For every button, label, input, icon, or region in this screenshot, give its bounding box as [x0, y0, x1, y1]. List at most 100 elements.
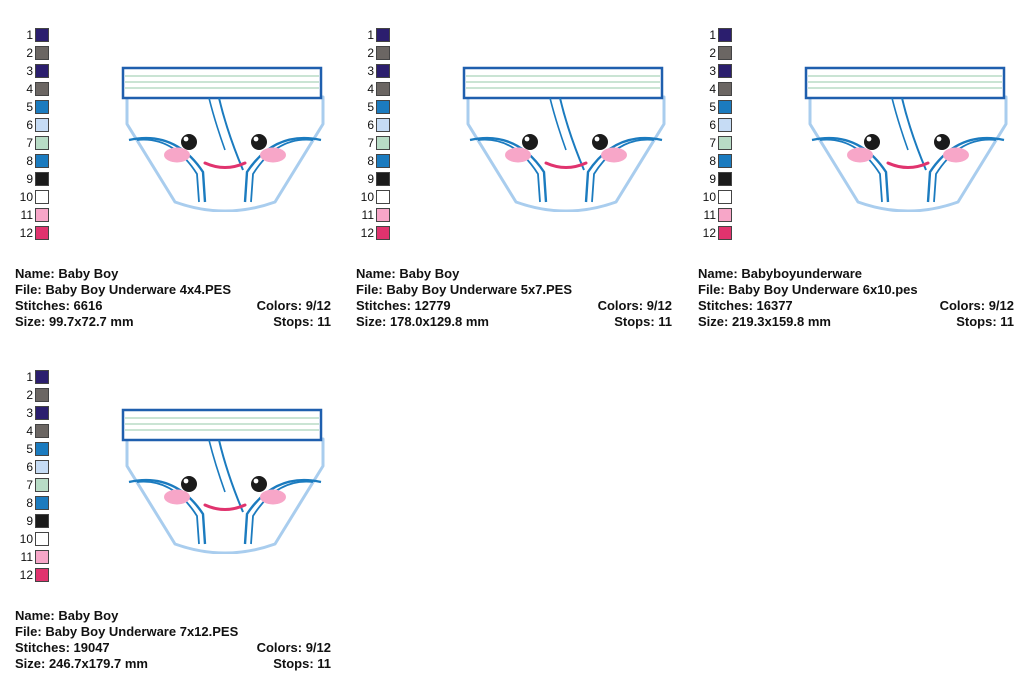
color-swatch: [35, 190, 49, 204]
left-eye: [864, 134, 880, 150]
swatch-number: 4: [26, 424, 33, 438]
left-cheek: [164, 489, 190, 505]
right-leg-seam: [926, 136, 1005, 203]
color-swatch: [35, 406, 49, 420]
smile: [886, 161, 930, 169]
color-swatch-row: 5: [15, 99, 55, 117]
color-swatch-row: 6: [698, 117, 738, 135]
swatch-number: 10: [702, 190, 716, 204]
design-stops: Stops: 11: [614, 314, 672, 329]
right-cheek: [943, 147, 969, 163]
color-swatch-row: 6: [356, 117, 396, 135]
swatch-number: 9: [367, 172, 374, 186]
color-swatch-row: 8: [698, 153, 738, 171]
left-eye-highlight: [524, 136, 530, 142]
left-cheek: [505, 147, 531, 163]
color-swatch-row: 1: [698, 27, 738, 45]
design-info: Name: Baby Boy File: Baby Boy Underware …: [15, 608, 331, 672]
fly-seam: [901, 97, 927, 171]
swatch-number: 5: [709, 100, 716, 114]
design-stitches: Stitches: 19047: [15, 640, 110, 655]
underwear-illustration: [121, 408, 325, 555]
color-swatch: [718, 118, 732, 132]
color-swatch: [35, 442, 49, 456]
color-swatch: [376, 64, 390, 78]
swatch-number: 12: [19, 226, 33, 240]
swatch-number: 10: [360, 190, 374, 204]
color-swatch-row: 6: [15, 459, 55, 477]
color-swatch: [35, 28, 49, 42]
swatch-number: 5: [26, 442, 33, 456]
swatch-number: 12: [702, 226, 716, 240]
left-leg-seam: [128, 136, 207, 203]
right-cheek: [601, 147, 627, 163]
design-info: Name: Baby Boy File: Baby Boy Underware …: [15, 266, 331, 330]
color-swatch-row: 3: [356, 63, 396, 81]
right-eye-highlight: [253, 478, 259, 484]
underwear-illustration: [121, 66, 325, 213]
color-swatch: [718, 226, 732, 240]
swatch-number: 11: [20, 550, 33, 564]
color-swatch: [718, 190, 732, 204]
design-size: Size: 178.0x129.8 mm: [356, 314, 489, 329]
right-leg-seam: [584, 136, 663, 203]
color-swatch: [376, 190, 390, 204]
smile: [203, 161, 247, 169]
color-swatch-row: 1: [15, 369, 55, 387]
color-swatch-row: 3: [15, 63, 55, 81]
underwear-body: [808, 95, 1008, 213]
color-swatch-row: 9: [356, 171, 396, 189]
color-swatch-row: 5: [356, 99, 396, 117]
color-swatch-row: 10: [15, 189, 55, 207]
color-swatch-row: 1: [15, 27, 55, 45]
design-size: Size: 246.7x179.7 mm: [15, 656, 148, 671]
color-swatch: [35, 100, 49, 114]
design-file: File: Baby Boy Underware 4x4.PES: [15, 282, 232, 297]
color-swatch: [718, 172, 732, 186]
left-leg-seam: [128, 478, 207, 545]
color-swatch: [376, 136, 390, 150]
swatch-number: 2: [26, 46, 33, 60]
color-swatch-row: 4: [15, 423, 55, 441]
right-eye-highlight: [594, 136, 600, 142]
color-swatch-row: 10: [356, 189, 396, 207]
design-file: File: Baby Boy Underware 5x7.PES: [356, 282, 573, 297]
right-cheek: [260, 147, 286, 163]
smile: [203, 503, 247, 511]
color-swatch-row: 4: [698, 81, 738, 99]
color-swatch: [376, 154, 390, 168]
swatch-number: 9: [26, 514, 33, 528]
color-swatch-row: 6: [15, 117, 55, 135]
design-colors: Colors: 9/12: [597, 298, 672, 313]
left-eye-highlight: [866, 136, 872, 142]
waistband: [804, 66, 1006, 100]
color-swatch: [718, 82, 732, 96]
swatch-number: 3: [26, 406, 33, 420]
color-swatch: [35, 208, 49, 222]
color-swatch: [718, 46, 732, 60]
color-swatch: [376, 46, 390, 60]
left-eye: [522, 134, 538, 150]
color-swatch-row: 9: [15, 171, 55, 189]
fly-seam-inner: [208, 439, 226, 493]
swatch-number: 7: [26, 136, 33, 150]
swatch-number: 2: [367, 46, 374, 60]
right-eye: [251, 134, 267, 150]
swatch-number: 1: [709, 28, 716, 42]
left-cheek: [164, 147, 190, 163]
color-swatch: [376, 208, 390, 222]
fly-seam: [218, 439, 244, 513]
swatch-number: 6: [26, 118, 33, 132]
fly-seam: [559, 97, 585, 171]
color-swatch-row: 7: [15, 135, 55, 153]
color-swatch: [376, 172, 390, 186]
color-swatch-row: 11: [698, 207, 738, 225]
fly-seam-inner: [208, 97, 226, 151]
left-eye-highlight: [183, 478, 189, 484]
color-swatch: [35, 568, 49, 582]
swatch-number: 4: [367, 82, 374, 96]
